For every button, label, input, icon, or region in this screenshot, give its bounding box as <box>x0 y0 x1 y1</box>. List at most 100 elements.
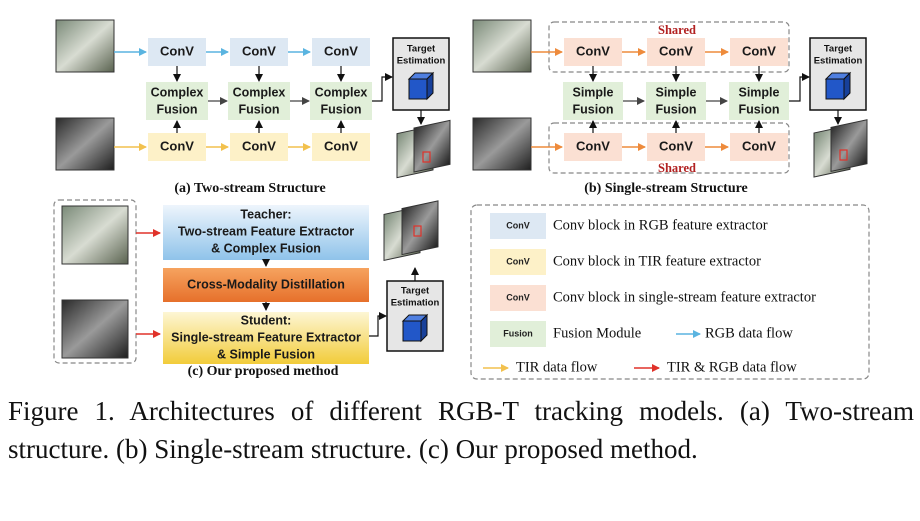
svg-text:Estimation: Estimation <box>814 56 863 67</box>
tir-conv-block: ConV <box>230 133 288 161</box>
shared-group-tir <box>548 122 790 174</box>
legend-tir-conv: ConV Conv block in TIR feature extractor <box>490 249 761 275</box>
single-conv-block: ConV <box>564 133 622 161</box>
complex-fusion-block: Complex Fusion <box>310 82 372 120</box>
rgb-conv-block: ConV <box>148 38 206 66</box>
panel-c-caption: (c) Our proposed method <box>188 364 339 379</box>
svg-text:Fusion: Fusion <box>656 102 697 116</box>
svg-text:Simple: Simple <box>573 85 614 99</box>
simple-fusion-block: Simple Fusion <box>729 82 789 120</box>
distillation-box: Cross-Modality Distillation <box>163 268 369 302</box>
cube-icon <box>407 71 435 101</box>
svg-text:ConV: ConV <box>742 43 776 58</box>
svg-text:Single-stream Feature Extracto: Single-stream Feature Extractor <box>171 330 361 344</box>
svg-text:Target: Target <box>824 44 853 55</box>
input-pair-group <box>53 199 137 364</box>
legend-tir-rgb-flow: TIR & RGB data flow <box>634 359 797 375</box>
conv-label: ConV <box>160 43 194 58</box>
svg-text:& Complex Fusion: & Complex Fusion <box>211 241 321 255</box>
svg-text:ConV: ConV <box>659 138 693 153</box>
svg-text:Fusion: Fusion <box>739 102 780 116</box>
target-estimation-box: Target Estimation <box>809 37 867 111</box>
legend-fusion: Fusion Fusion Module <box>490 321 641 347</box>
svg-text:Target: Target <box>401 286 430 297</box>
svg-text:TIR data flow: TIR data flow <box>516 359 598 375</box>
conv-label: ConV <box>242 43 276 58</box>
tir-input-image <box>55 117 115 171</box>
svg-text:TIR & RGB data flow: TIR & RGB data flow <box>667 359 797 375</box>
conv-label: ConV <box>160 138 194 153</box>
rgb-input-image <box>55 19 115 73</box>
single-conv-block: ConV <box>730 38 788 66</box>
svg-text:Teacher:: Teacher: <box>240 207 291 221</box>
svg-text:Simple: Simple <box>656 85 697 99</box>
legend-rgb-conv: ConV Conv block in RGB feature extractor <box>490 213 768 239</box>
tracking-output-images <box>396 119 451 179</box>
figure-caption: Figure 1. Architectures of different RGB… <box>8 396 914 464</box>
svg-text:ConV: ConV <box>506 256 530 266</box>
student-box: Student: Single-stream Feature Extractor… <box>163 312 369 364</box>
svg-text:RGB data flow: RGB data flow <box>705 325 793 341</box>
svg-text:Conv block in TIR feature extr: Conv block in TIR feature extractor <box>553 253 761 269</box>
target-estimation-box: Target Estimation <box>386 280 444 352</box>
target-estimation-box: Target Estimation <box>392 37 450 111</box>
panel-a-caption: (a) Two-stream Structure <box>174 181 325 196</box>
legend-rgb-flow: RGB data flow <box>676 325 793 341</box>
simple-fusion-block: Simple Fusion <box>646 82 706 120</box>
legend-tir-flow: TIR data flow <box>483 359 598 375</box>
svg-text:Conv block in RGB feature extr: Conv block in RGB feature extractor <box>553 217 768 233</box>
conv-label: ConV <box>324 138 358 153</box>
rgb-conv-block: ConV <box>230 38 288 66</box>
svg-text:Two-stream Feature Extractor: Two-stream Feature Extractor <box>178 224 354 238</box>
svg-text:Complex: Complex <box>151 85 204 99</box>
single-conv-block: ConV <box>647 38 705 66</box>
panel-c: Teacher: Two-stream Feature Extractor & … <box>53 199 444 379</box>
tir-input-image <box>472 117 532 171</box>
svg-text:Simple: Simple <box>739 85 780 99</box>
single-conv-block: ConV <box>647 133 705 161</box>
conv-label: ConV <box>242 138 276 153</box>
complex-fusion-block: Complex Fusion <box>228 82 290 120</box>
svg-text:ConV: ConV <box>506 220 530 230</box>
rgb-input-image <box>472 19 532 73</box>
svg-text:Cross-Modality Distillation: Cross-Modality Distillation <box>187 277 345 291</box>
simple-fusion-block: Simple Fusion <box>563 82 623 120</box>
svg-text:Target: Target <box>407 44 436 55</box>
svg-text:Complex: Complex <box>233 85 286 99</box>
tracking-output-images <box>813 119 868 178</box>
rgb-input-image <box>61 205 129 265</box>
svg-text:Estimation: Estimation <box>397 56 446 67</box>
teacher-box: Teacher: Two-stream Feature Extractor & … <box>163 205 369 260</box>
svg-text:ConV: ConV <box>659 43 693 58</box>
conv-label: ConV <box>324 43 358 58</box>
shared-label: Shared <box>658 161 696 175</box>
single-conv-block: ConV <box>564 38 622 66</box>
svg-text:Fusion: Fusion <box>503 328 533 338</box>
svg-text:Fusion: Fusion <box>321 102 362 116</box>
svg-text:ConV: ConV <box>742 138 776 153</box>
panel-a: ConV ConV ConV ConV ConV ConV Complex Fu… <box>55 19 451 196</box>
tir-conv-block: ConV <box>148 133 206 161</box>
svg-text:Fusion: Fusion <box>239 102 280 116</box>
single-conv-block: ConV <box>730 133 788 161</box>
shared-label: Shared <box>658 23 696 37</box>
svg-text:ConV: ConV <box>576 138 610 153</box>
svg-text:Student:: Student: <box>241 313 292 327</box>
cube-icon <box>824 71 852 101</box>
svg-text:Fusion: Fusion <box>157 102 198 116</box>
svg-text:Fusion: Fusion <box>573 102 614 116</box>
complex-fusion-block: Complex Fusion <box>146 82 208 120</box>
rgb-conv-block: ConV <box>312 38 370 66</box>
legend: ConV Conv block in RGB feature extractor… <box>470 204 870 380</box>
panel-b-caption: (b) Single-stream Structure <box>584 181 748 196</box>
architecture-diagram: ConV ConV ConV ConV ConV ConV Complex Fu… <box>53 19 870 380</box>
cube-icon <box>401 313 429 343</box>
legend-single-conv: ConV Conv block in single-stream feature… <box>490 285 816 311</box>
shared-group-rgb <box>548 21 790 73</box>
svg-text:ConV: ConV <box>506 292 530 302</box>
svg-text:Conv block in single-stream fe: Conv block in single-stream feature extr… <box>553 289 816 305</box>
tracking-output-images <box>383 200 439 261</box>
svg-text:Estimation: Estimation <box>391 298 440 309</box>
svg-text:& Simple Fusion: & Simple Fusion <box>217 347 315 361</box>
